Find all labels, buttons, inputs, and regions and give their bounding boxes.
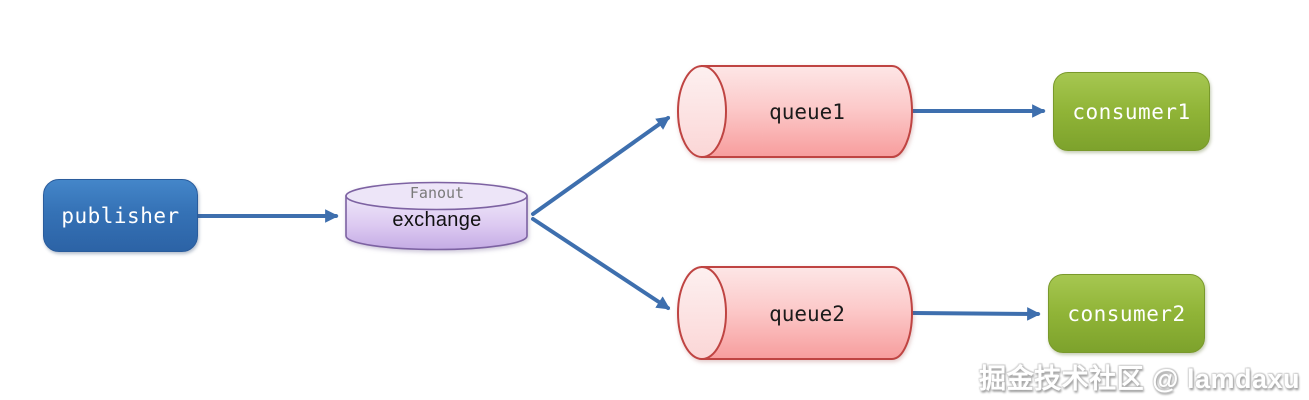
queue1-cylinder	[677, 65, 913, 158]
arrow-queue2-to-consumer2	[911, 307, 1041, 321]
exchange-type-label: Fanout	[409, 184, 465, 202]
watermark-text: 掘金技术社区 @ lamdaxu	[979, 364, 1300, 394]
exchange-label: exchange	[392, 209, 482, 231]
publisher-node: publisher	[43, 179, 198, 252]
arrow-exchange-to-queue2	[531, 217, 671, 310]
consumer1-label: consumer1	[1072, 99, 1191, 124]
edge-arrows	[196, 104, 1046, 321]
publisher-label: publisher	[61, 203, 180, 228]
queue2-cylinder	[677, 266, 913, 360]
queue2-label: queue2	[769, 302, 845, 326]
exchange-cylinder	[345, 181, 528, 251]
arrow-exchange-to-queue1	[531, 116, 671, 216]
consumer2-label: consumer2	[1067, 301, 1186, 326]
consumer1-node: consumer1	[1053, 72, 1210, 151]
consumer2-node: consumer2	[1048, 274, 1205, 353]
queue1-label: queue1	[769, 100, 845, 124]
